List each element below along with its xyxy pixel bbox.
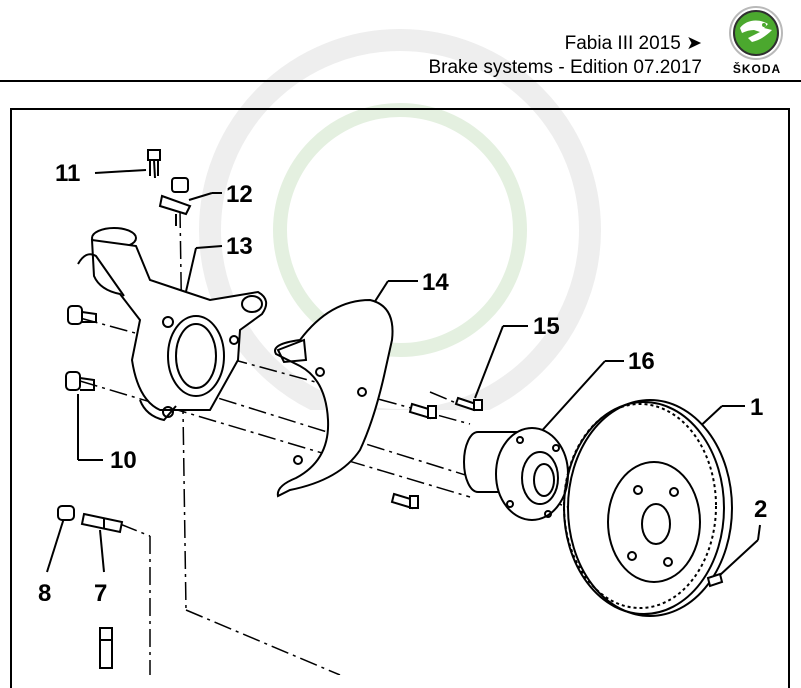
diagram-frame [10,108,790,688]
brand-wordmark: ŠKODA [732,62,782,76]
part-label-8: 8 [38,580,52,607]
skoda-logo-icon [729,6,783,60]
part-label-1: 1 [750,394,764,421]
part-label-14: 14 [422,269,449,296]
part-label-7: 7 [94,580,108,607]
part-label-15: 15 [533,313,560,340]
manual-model-title[interactable]: Fabia III 2015 ➤ [564,33,702,54]
part-label-2: 2 [754,496,768,523]
manual-section-subtitle: Brake systems - Edition 07.2017 [428,57,702,78]
part-label-12: 12 [226,181,253,208]
part-label-13: 13 [226,233,253,260]
part-label-10: 10 [110,447,137,474]
part-label-11: 11 [55,160,81,187]
header-divider [0,80,801,82]
part-label-16: 16 [628,348,655,375]
